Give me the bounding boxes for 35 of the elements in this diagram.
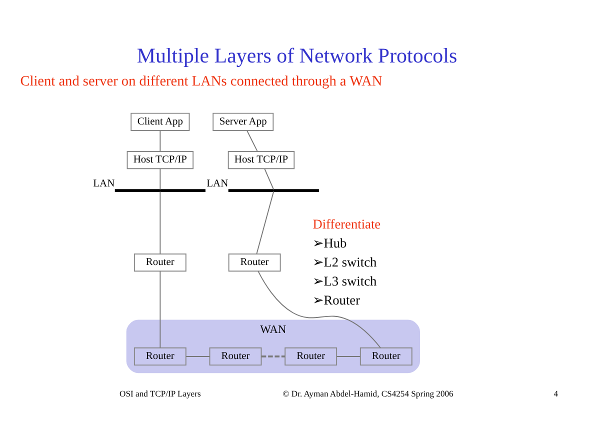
label: 4 bbox=[554, 388, 558, 399]
connector bbox=[160, 168, 161, 190]
node-box: Router bbox=[134, 347, 186, 366]
label: ➢L2 switch bbox=[312, 254, 377, 270]
node-box: Host TCP/IP bbox=[126, 150, 194, 170]
label: ➢Router bbox=[312, 292, 360, 308]
connector bbox=[264, 168, 274, 190]
node-bar bbox=[114, 189, 206, 192]
node-box: Router bbox=[209, 347, 262, 366]
node-label: LAN bbox=[206, 178, 228, 190]
node-box: Router bbox=[228, 253, 281, 272]
connector bbox=[160, 191, 161, 254]
connector bbox=[246, 130, 258, 152]
diagram-title: Multiple Layers of Network Protocols bbox=[136, 43, 458, 68]
node-box: Router bbox=[134, 253, 186, 272]
node-label: LAN bbox=[93, 178, 115, 190]
label: ➢Hub bbox=[312, 235, 347, 250]
label: Client and server on different LANs connected through a WAN bbox=[20, 74, 382, 90]
node-box: Host TCP/IP bbox=[228, 150, 295, 170]
node-box: Router bbox=[284, 347, 338, 366]
node-box: Router bbox=[360, 347, 412, 366]
label: ➢L3 switch bbox=[312, 274, 377, 289]
node-box: Client App bbox=[130, 112, 190, 131]
label: OSI and TCP/IP Layers bbox=[120, 388, 201, 399]
label: © Dr. Ayman Abdel-Hamid, CS4254 Spring 2006 bbox=[282, 388, 454, 399]
connector bbox=[160, 130, 161, 152]
connector bbox=[256, 191, 274, 254]
label: Differentiate bbox=[312, 216, 381, 232]
connector bbox=[258, 270, 382, 348]
node-box: Server App bbox=[212, 112, 274, 131]
connector bbox=[336, 356, 361, 357]
node-bar bbox=[228, 189, 319, 192]
connector bbox=[186, 356, 210, 357]
connector bbox=[261, 356, 285, 358]
connector bbox=[160, 270, 161, 348]
